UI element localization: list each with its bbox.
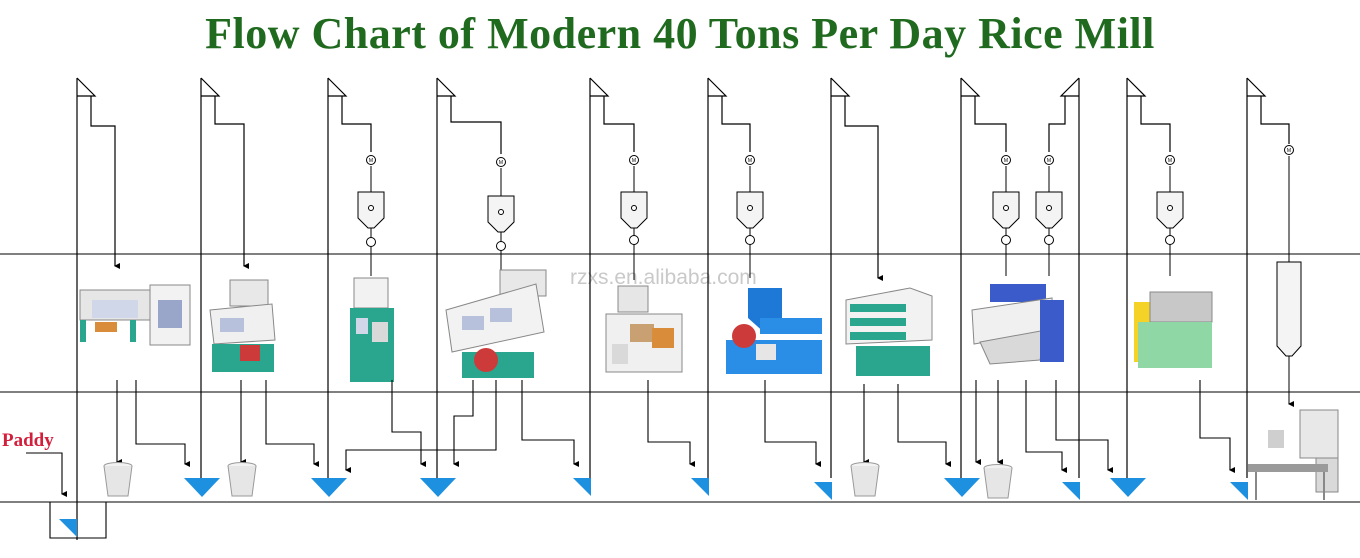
elevator-3-head	[327, 77, 348, 97]
svg-text:M: M	[1287, 148, 1291, 154]
paddy-label: Paddy	[2, 430, 54, 451]
elevator-5-head	[589, 77, 610, 97]
buckets	[103, 462, 1013, 499]
elevator-10-head	[1126, 77, 1147, 97]
collection-hoppers	[59, 478, 1248, 537]
elevator-10-spout	[1140, 96, 1171, 152]
motor-icon	[1044, 155, 1054, 165]
hopper-unit-10	[1156, 155, 1184, 276]
hopper-triangle-icon	[944, 478, 980, 497]
motor-icon	[1284, 145, 1294, 155]
motor-icon	[1165, 155, 1175, 165]
hopper-triangle-icon	[311, 478, 347, 497]
hopper-triangle-icon	[691, 478, 709, 496]
bucket-icon	[227, 462, 257, 497]
valve-icon	[1044, 235, 1054, 245]
elevator-8-spout	[974, 96, 1007, 152]
svg-text:M: M	[748, 158, 752, 164]
svg-text:M: M	[499, 160, 503, 166]
svg-text:M: M	[632, 158, 636, 164]
hopper-triangle-icon	[814, 482, 832, 500]
elevator-1-head	[76, 77, 97, 97]
elevator-2-spout	[214, 96, 249, 269]
hopper-triangle-icon	[1110, 478, 1146, 497]
valve-icon	[1001, 235, 1011, 245]
elevator-9-head	[1059, 77, 1080, 97]
hopper-triangle-icon	[1062, 482, 1080, 500]
elevator-9-spout	[1048, 96, 1066, 152]
motor-hopper-units	[357, 145, 1302, 407]
bucket-icon	[983, 464, 1013, 499]
hopper-triangle-icon	[573, 478, 591, 496]
elevator-3-spout	[341, 96, 372, 152]
elevator-6-spout	[721, 96, 751, 152]
valve-icon	[1165, 235, 1175, 245]
hopper-triangle-icon	[184, 478, 220, 497]
elevator-11-head	[1246, 77, 1267, 97]
hopper-unit-4	[487, 157, 515, 278]
machine-rice-grader	[845, 287, 933, 376]
machine-pre-cleaner	[79, 284, 191, 346]
silo-icon	[1276, 261, 1302, 357]
watermark: rzxs.en.alibaba.com	[570, 266, 757, 289]
paddy-pit-frame	[49, 502, 107, 539]
hopper-unit-5	[620, 155, 648, 280]
hopper-unit-8b	[1035, 155, 1063, 276]
machine-paddy-separator	[445, 269, 547, 378]
svg-text:M: M	[1004, 158, 1008, 164]
elevator-4-head	[436, 77, 457, 97]
machine-destoner	[209, 279, 276, 372]
bucket-icon	[103, 462, 133, 497]
elevator-8-head	[960, 77, 981, 97]
motor-icon	[745, 155, 755, 165]
svg-text:M: M	[1047, 158, 1051, 164]
elevator-7-head	[830, 77, 851, 97]
discharge-lines	[26, 380, 1235, 539]
elevator-1-spout	[90, 96, 120, 269]
machine-rice-whitener	[605, 285, 683, 373]
paddy-intake-arrow	[26, 452, 67, 497]
valve-icon	[496, 241, 506, 251]
machine-color-sorter	[971, 284, 1064, 365]
motor-icon	[1001, 155, 1011, 165]
motor-labels: M M M M M M M M	[369, 148, 1291, 166]
valve-icon	[745, 235, 755, 245]
hopper-unit-8a	[992, 155, 1020, 276]
page-title: Flow Chart of Modern 40 Tons Per Day Ric…	[205, 9, 1155, 58]
hopper-unit-11	[1276, 145, 1302, 407]
machine-water-polisher	[726, 288, 822, 374]
elevator-6-head	[707, 77, 728, 97]
machine-paddy-husker	[350, 277, 394, 382]
elevator-5-spout	[603, 96, 635, 152]
elevator-7-spout	[844, 96, 883, 281]
motor-icon	[496, 157, 506, 167]
valve-icon	[366, 237, 376, 247]
hopper-triangle-icon	[59, 519, 77, 537]
guide-lines	[0, 253, 1360, 503]
hopper-triangle-icon	[1230, 482, 1248, 500]
motor-icon	[629, 155, 639, 165]
bucket-icon	[850, 462, 880, 497]
machine-packing-scale	[1248, 409, 1339, 500]
hopper-unit-6	[736, 155, 764, 278]
motor-icon	[366, 155, 376, 165]
valve-icon	[629, 235, 639, 245]
elevator-2-head	[200, 77, 221, 97]
elevator-4-spout	[450, 96, 502, 154]
elevator-11-spout	[1260, 96, 1290, 144]
machine-length-grader	[1134, 291, 1213, 368]
elevators	[76, 77, 1290, 540]
hopper-unit-3	[357, 155, 385, 276]
svg-text:M: M	[369, 158, 373, 164]
svg-text:M: M	[1168, 158, 1172, 164]
hopper-triangle-icon	[420, 478, 456, 497]
